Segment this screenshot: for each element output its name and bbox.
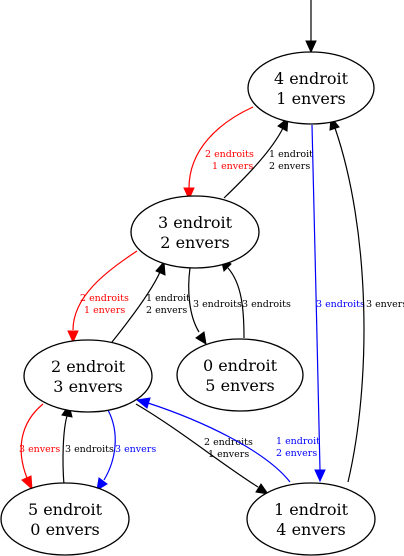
node-label-line2: 2 envers xyxy=(160,233,229,252)
node-label-line2: 3 envers xyxy=(53,377,122,396)
edge-arrowhead xyxy=(183,187,195,201)
edge-4-1-to-3-2: 2 endroits 1 envers xyxy=(183,106,254,201)
edge-label: 3 endroits xyxy=(242,299,291,310)
edge-arrowhead xyxy=(21,475,33,491)
edge-2-3-to-1-4: 2 endroits 1 envers xyxy=(135,403,270,495)
edge-label: 3 envers xyxy=(19,444,60,455)
edge-path xyxy=(223,127,284,199)
edge-label: 2 endroits xyxy=(205,149,254,160)
node-label-line2: 1 envers xyxy=(276,89,345,108)
edge-label: 3 endroits xyxy=(193,299,242,310)
edge-label: 1 envers xyxy=(84,305,125,316)
entry-edge xyxy=(305,0,317,54)
edge-path xyxy=(111,271,161,343)
edge-arrowhead xyxy=(314,469,326,483)
edge-2-3-to-3-2: 1 endroit 2 envers xyxy=(111,260,190,343)
edge-path xyxy=(188,267,200,333)
edge-path xyxy=(62,415,68,486)
edge-path xyxy=(103,409,116,481)
edge-arrowhead xyxy=(96,477,108,491)
edge-label: 1 endroit xyxy=(276,436,320,447)
edge-label: 1 endroit xyxy=(146,293,190,304)
node-label-line1: 2 endroit xyxy=(51,357,126,376)
edge-path xyxy=(147,402,291,483)
edge-3-2-to-0-5: 3 endroits xyxy=(188,267,242,345)
edge-label: 2 endroits xyxy=(204,437,253,448)
node-label-line2: 5 envers xyxy=(205,376,274,395)
edge-4-1-to-1-4: 3 endroits xyxy=(311,124,365,483)
edge-path xyxy=(72,250,138,331)
node-label-line2: 4 envers xyxy=(276,520,345,539)
state-node-2-endroit-3-envers: 2 endroit 3 envers xyxy=(23,339,153,413)
edge-label: 2 envers xyxy=(269,161,310,172)
edge-2-3-to-5-0-blue: 3 envers xyxy=(96,409,156,491)
node-label-line1: 4 endroit xyxy=(274,69,349,88)
edge-3-2-to-2-3: 2 endroits 1 envers xyxy=(67,250,138,344)
state-node-0-endroit-5-envers: 0 endroit 5 envers xyxy=(176,338,304,412)
edge-label: 3 envers xyxy=(366,299,404,310)
state-node-5-endroit-0-envers: 5 endroit 0 envers xyxy=(0,482,130,556)
edge-arrowhead xyxy=(195,331,207,345)
edge-0-5-to-3-2: 3 endroits xyxy=(220,256,291,339)
edge-arrowhead xyxy=(67,330,79,344)
edge-label: 3 endroits xyxy=(316,299,365,310)
node-label-line1: 1 endroit xyxy=(274,500,349,519)
edge-path xyxy=(20,403,44,479)
edge-path xyxy=(311,124,321,471)
edge-label: 1 envers xyxy=(212,161,253,172)
edge-label: 2 envers xyxy=(146,305,187,316)
node-label-line2: 0 envers xyxy=(30,520,99,539)
edge-5-0-to-2-3: 3 endroits xyxy=(61,403,114,486)
edge-label: 2 endroits xyxy=(80,293,129,304)
edge-path xyxy=(227,267,245,339)
edge-label: 1 endroit xyxy=(269,149,313,160)
edge-arrowhead xyxy=(135,397,151,409)
edge-label: 3 endroits xyxy=(65,444,114,455)
edge-path xyxy=(135,403,259,488)
state-node-1-endroit-4-envers: 1 endroit 4 envers xyxy=(246,482,376,556)
edge-label: 2 envers xyxy=(276,448,317,459)
edge-2-3-to-5-0-red: 3 envers xyxy=(19,403,60,491)
edge-arrowhead xyxy=(255,483,270,495)
state-node-4-endroit-1-envers: 4 endroit 1 envers xyxy=(247,51,375,125)
node-label-line1: 5 endroit xyxy=(28,500,103,519)
edge-label: 3 envers xyxy=(115,444,156,455)
edge-path xyxy=(334,127,365,483)
edge-label: 1 envers xyxy=(208,449,249,460)
node-label-line1: 0 endroit xyxy=(203,356,278,375)
edge-arrowhead xyxy=(155,260,166,276)
edge-1-4-to-2-3: 1 endroit 2 envers xyxy=(135,397,320,483)
node-label-line1: 3 endroit xyxy=(158,213,233,232)
edge-path xyxy=(188,106,254,189)
state-node-3-endroit-2-envers: 3 endroit 2 envers xyxy=(130,195,260,269)
